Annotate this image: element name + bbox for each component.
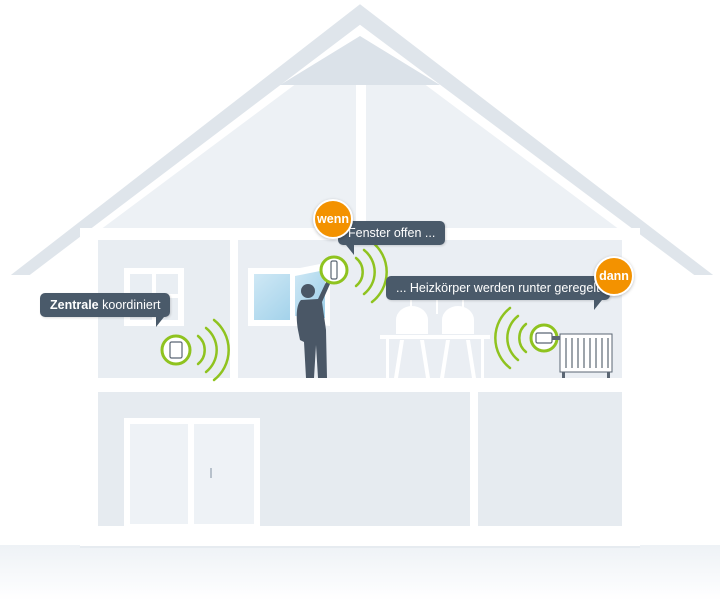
zentrale-device xyxy=(160,334,192,366)
room-lower-right xyxy=(478,392,622,526)
wall-lower-left xyxy=(80,392,98,526)
callout-zentrale-text: koordiniert xyxy=(98,298,161,312)
wall-divider xyxy=(230,240,238,380)
badge-dann: dann xyxy=(594,256,634,296)
callout-fenster: Fenster offen ... xyxy=(338,221,446,255)
wall-lower-divider xyxy=(470,392,478,526)
radiator xyxy=(559,333,613,378)
signal-waves-window-sensor xyxy=(354,240,388,304)
callout-tail xyxy=(346,245,354,255)
callout-heizkoerper: ... Heizkörper werden runter geregelt xyxy=(386,276,610,310)
callout-tail xyxy=(593,300,602,310)
base-slab xyxy=(80,526,640,546)
roof xyxy=(5,1,719,277)
callout-tail xyxy=(156,317,165,327)
attic-beam xyxy=(356,85,366,230)
callout-zentrale-bold: Zentrale xyxy=(50,298,99,312)
badge-wenn: wenn xyxy=(313,199,353,239)
callout-fenster-text: Fenster offen ... xyxy=(348,226,436,240)
balcony-ledge xyxy=(640,404,672,416)
callout-zentrale: Zentrale koordiniert xyxy=(40,293,171,327)
floor-slab xyxy=(80,378,640,392)
signal-waves-zentrale xyxy=(196,318,230,382)
thermostat-device xyxy=(529,323,560,353)
attic-shade xyxy=(280,36,440,85)
callout-heizkoerper-text: ... Heizkörper werden runter geregelt xyxy=(396,281,600,295)
signal-waves-thermostat xyxy=(494,306,528,370)
ground xyxy=(0,545,720,601)
person-silhouette xyxy=(296,280,330,378)
window-sensor-device xyxy=(319,255,349,285)
wall-lower-right xyxy=(622,392,640,526)
